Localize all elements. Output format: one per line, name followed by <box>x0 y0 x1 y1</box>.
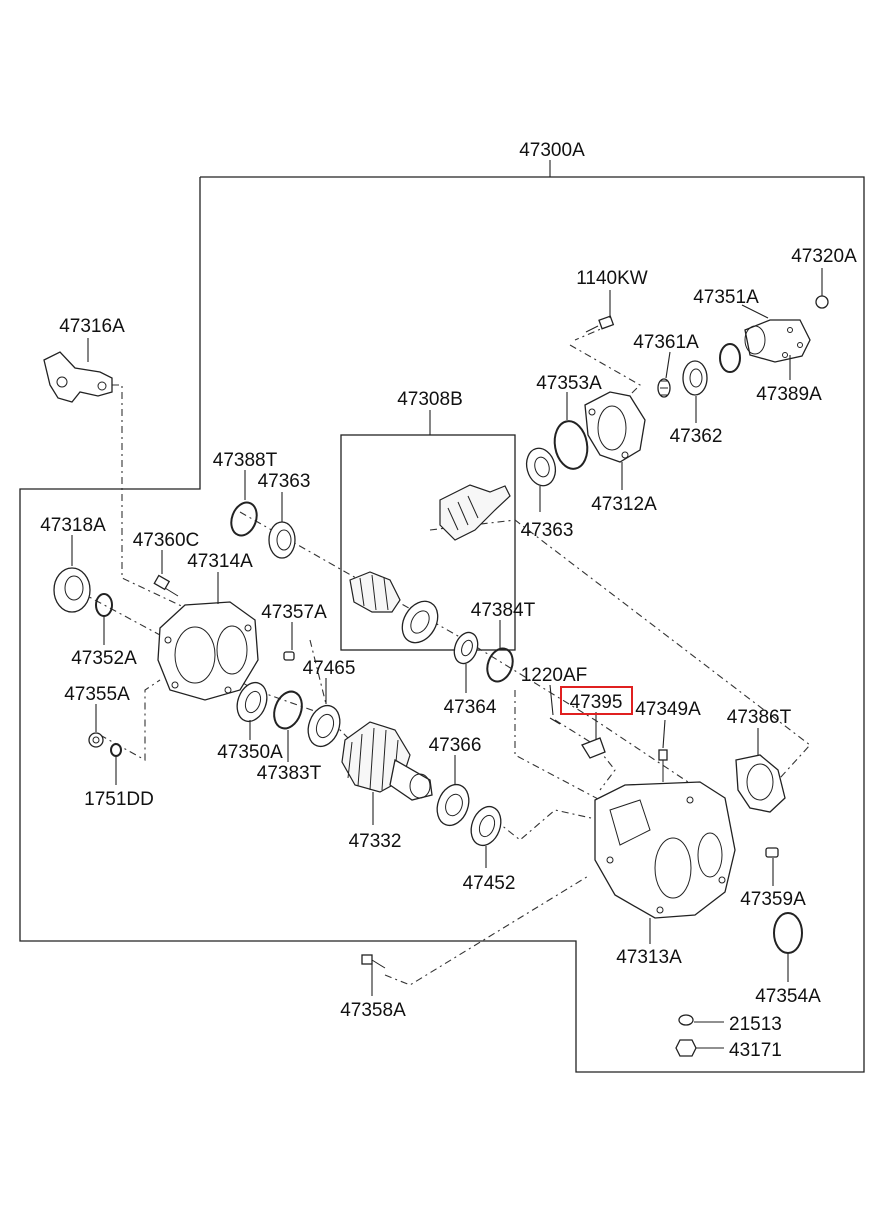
label-bearing-47364[interactable]: 47364 <box>444 697 497 718</box>
snap-ring-47384t-part <box>486 647 514 683</box>
bolt-47358a-part <box>361 954 386 969</box>
bearing-47364-part <box>453 631 479 665</box>
axis-line-plate <box>554 719 616 791</box>
bolt-1220af-part <box>549 717 561 725</box>
bearing-47366-part <box>436 783 470 827</box>
label-bearing-47362[interactable]: 47362 <box>670 426 723 447</box>
label-gasket-47386t[interactable]: 47386T <box>727 707 792 728</box>
label-nut-47355a[interactable]: 47355A <box>64 684 130 705</box>
label-gasket-21513[interactable]: 21513 <box>729 1014 782 1035</box>
highlight-box <box>560 686 633 715</box>
label-bearing-47465[interactable]: 47465 <box>303 658 356 679</box>
label-snap-ring-47383t[interactable]: 47383T <box>257 763 322 784</box>
companion-flange-part <box>744 319 811 363</box>
label-o-ring-47354a[interactable]: 47354A <box>755 986 821 1007</box>
pinion-gear-part <box>349 484 511 644</box>
label-pinion-housing[interactable]: 47312A <box>591 494 657 515</box>
label-dowel-47357a[interactable]: 47357A <box>261 602 327 623</box>
bearing-47363-left-part <box>268 521 296 559</box>
label-rear-cover[interactable]: 47314A <box>187 551 253 572</box>
seal-47452-part <box>470 805 502 847</box>
label-o-ring-47353a[interactable]: 47353A <box>536 373 602 394</box>
gasket-21513-part <box>678 1014 694 1026</box>
plug-43171-part <box>675 1039 697 1057</box>
o-ring-47353a-part <box>553 420 589 470</box>
label-bearing-47361a[interactable]: 47361A <box>633 332 699 353</box>
label-companion-flange[interactable]: 47389A <box>756 384 822 405</box>
dowel-47357a-part <box>283 651 295 661</box>
axis-line-nuts <box>99 679 161 761</box>
label-snap-ring-47388t[interactable]: 47388T <box>213 450 278 471</box>
nut-47355a-part <box>88 732 104 748</box>
label-transfer-case[interactable]: 47313A <box>616 947 682 968</box>
label-breather-47349a[interactable]: 47349A <box>635 699 701 720</box>
label-snap-ring-47384t[interactable]: 47384T <box>471 600 536 621</box>
bolt-1140kw-part <box>585 315 615 333</box>
cover-flange-part <box>815 295 829 309</box>
label-driven-gear[interactable]: 47332 <box>349 831 402 852</box>
assembly-boundary <box>19 176 865 1073</box>
rear-cover-part <box>157 601 259 701</box>
snap-ring-47383t-part <box>273 690 303 730</box>
label-bolt-1140kw[interactable]: 1140KW <box>576 268 648 289</box>
snap-ring-47388t-part <box>230 501 258 537</box>
pinion-housing-part <box>584 391 646 463</box>
pin-47359a-part <box>765 847 779 858</box>
axis-line-rear <box>79 591 341 721</box>
label-bearing-47350a[interactable]: 47350A <box>217 742 283 763</box>
seal-47351a-part <box>719 343 741 373</box>
label-assembly[interactable]: 47300A <box>519 140 585 161</box>
label-bolt-47358a[interactable]: 47358A <box>340 1000 406 1021</box>
axis-line-seal-to-case <box>494 809 601 841</box>
bearing-47363-right-part <box>525 447 557 487</box>
label-seal-47352a[interactable]: 47352A <box>71 648 137 669</box>
plate-47395-part <box>581 737 606 759</box>
bearing-47350a-part <box>236 681 268 723</box>
o-ring-47354a-part <box>773 912 803 954</box>
bearing-47362-part <box>682 360 708 396</box>
label-washer-1751dd[interactable]: 1751DD <box>84 789 154 810</box>
label-plate-47395[interactable]: 47395 <box>570 692 623 713</box>
bracket-part <box>43 351 113 403</box>
label-bracket[interactable]: 47316A <box>59 316 125 337</box>
driven-gear-part <box>341 721 433 801</box>
label-cover-flange[interactable]: 47320A <box>791 246 857 267</box>
breather-47349a-part <box>658 749 668 782</box>
bearing-47361a-part <box>657 378 671 398</box>
label-bearing-47363-left[interactable]: 47363 <box>258 471 311 492</box>
transfer-case-part <box>594 781 736 919</box>
seal-47352a-part <box>95 593 113 617</box>
axis-line-housing <box>569 344 641 401</box>
label-bolt-47360c[interactable]: 47360C <box>133 530 200 551</box>
seal-47318a-part <box>53 567 91 613</box>
label-pinion-assembly[interactable]: 47308B <box>397 389 463 410</box>
label-plug-43171[interactable]: 43171 <box>729 1040 782 1061</box>
label-pin-47359a[interactable]: 47359A <box>740 889 806 910</box>
label-bearing-47363-right[interactable]: 47363 <box>521 520 574 541</box>
pinion-assembly-box <box>340 434 516 651</box>
axis-line-main <box>239 511 701 791</box>
label-seal-47452[interactable]: 47452 <box>463 873 516 894</box>
axis-line-upper <box>429 519 811 801</box>
label-bolt-1220af[interactable]: 1220AF <box>521 665 588 686</box>
label-seal-47318a[interactable]: 47318A <box>40 515 106 536</box>
label-seal-47351a[interactable]: 47351A <box>693 287 759 308</box>
label-bearing-47366[interactable]: 47366 <box>429 735 482 756</box>
leader-lines <box>71 268 823 1049</box>
washer-1751dd-part <box>110 743 122 757</box>
axis-line-bracket <box>112 384 191 611</box>
bolt-47360c-part <box>153 574 179 597</box>
bearing-47465-part <box>307 704 341 748</box>
gasket-47386t-part <box>735 754 786 813</box>
axis-line-pinion-to-case <box>514 690 601 801</box>
part-labels: 47300A 47320A 1140KW 47351A 47316A 47361… <box>40 140 857 1061</box>
